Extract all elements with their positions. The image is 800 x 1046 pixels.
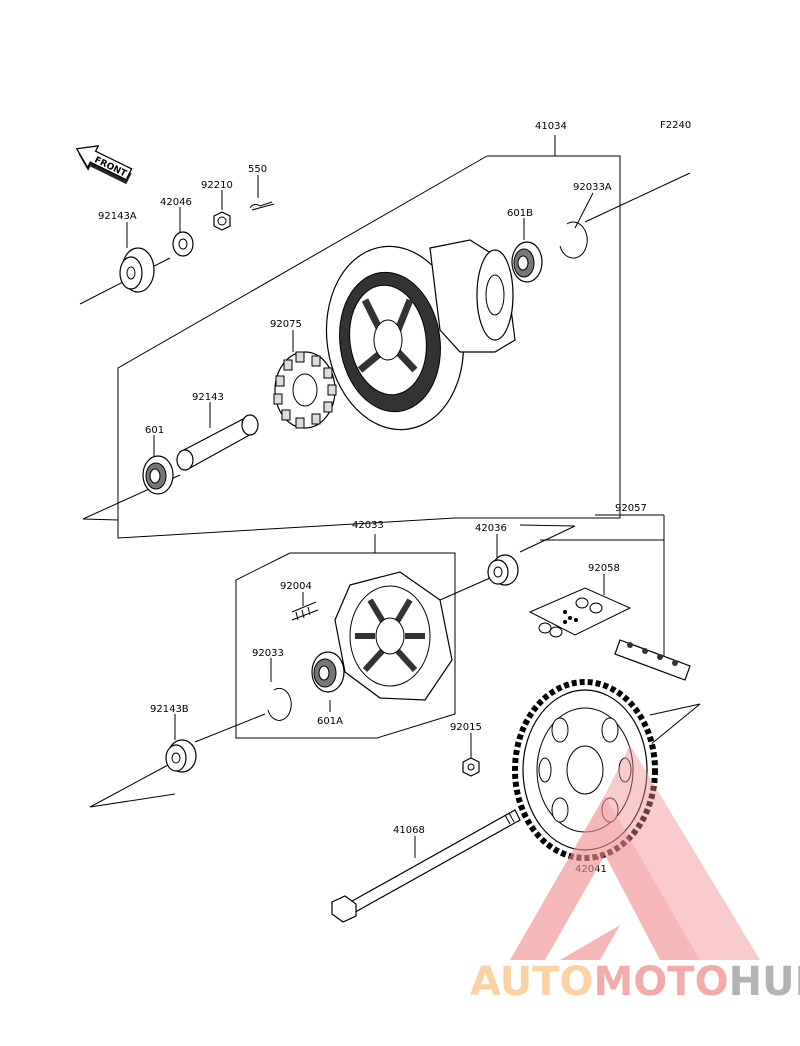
watermark-moto: MOTO xyxy=(594,959,729,1005)
label-42036: 42036 xyxy=(475,523,507,534)
spacer-42046 xyxy=(172,231,194,257)
label-41034: 41034 xyxy=(535,121,567,132)
watermark-triangle-icon xyxy=(510,795,700,960)
nut-92015 xyxy=(462,757,480,777)
watermark-logo: AUTOMOTOHUB xyxy=(470,745,800,1005)
circlip-92033 xyxy=(267,687,292,721)
nut-92210 xyxy=(213,211,231,231)
label-42033: 42033 xyxy=(352,520,384,531)
label-92143: 92143 xyxy=(192,392,224,403)
circlip-92033a xyxy=(559,221,588,259)
label-92075: 92075 xyxy=(270,319,302,330)
damper-92075 xyxy=(273,351,337,429)
bearing-601a xyxy=(311,651,345,693)
figure-code: F2240 xyxy=(660,120,691,131)
collar-92143a xyxy=(119,247,155,293)
watermark-hub: HUB xyxy=(729,959,800,1005)
cotter-pin-550 xyxy=(249,201,275,211)
collar-92143b xyxy=(165,739,197,773)
label-92143b: 92143B xyxy=(150,704,189,715)
bearing-601 xyxy=(142,455,174,495)
stud-92004 xyxy=(291,601,319,621)
label-92058: 92058 xyxy=(588,563,620,574)
label-42046: 42046 xyxy=(160,197,192,208)
label-550: 550 xyxy=(248,164,267,175)
label-92057: 92057 xyxy=(615,503,647,514)
front-arrow-icon: FRONT xyxy=(75,145,133,185)
label-92033: 92033 xyxy=(252,648,284,659)
label-92210: 92210 xyxy=(201,180,233,191)
collar-tube-92143 xyxy=(176,414,259,471)
coupling-42033 xyxy=(334,571,453,701)
label-92033a: 92033A xyxy=(573,182,612,193)
label-601b: 601B xyxy=(507,208,533,219)
label-601: 601 xyxy=(145,425,164,436)
label-601a: 601A xyxy=(317,716,343,727)
label-92004: 92004 xyxy=(280,581,312,592)
hub-assembly-frame xyxy=(89,524,576,808)
label-92143a: 92143A xyxy=(98,211,137,222)
label-92015: 92015 xyxy=(450,722,482,733)
drive-chain-92057 xyxy=(614,639,691,681)
axle-41068 xyxy=(331,809,521,923)
sprocket-axis xyxy=(649,703,701,746)
label-41068: 41068 xyxy=(393,825,425,836)
bearing-601b xyxy=(511,241,543,283)
svg-text:AUTOMOTOHUB: AUTOMOTOHUB xyxy=(470,959,800,1005)
collar-42036 xyxy=(487,554,519,586)
watermark-auto: AUTO xyxy=(470,959,594,1005)
chain-joint-92058 xyxy=(528,587,632,638)
wheel-rim-41034 xyxy=(325,239,516,431)
